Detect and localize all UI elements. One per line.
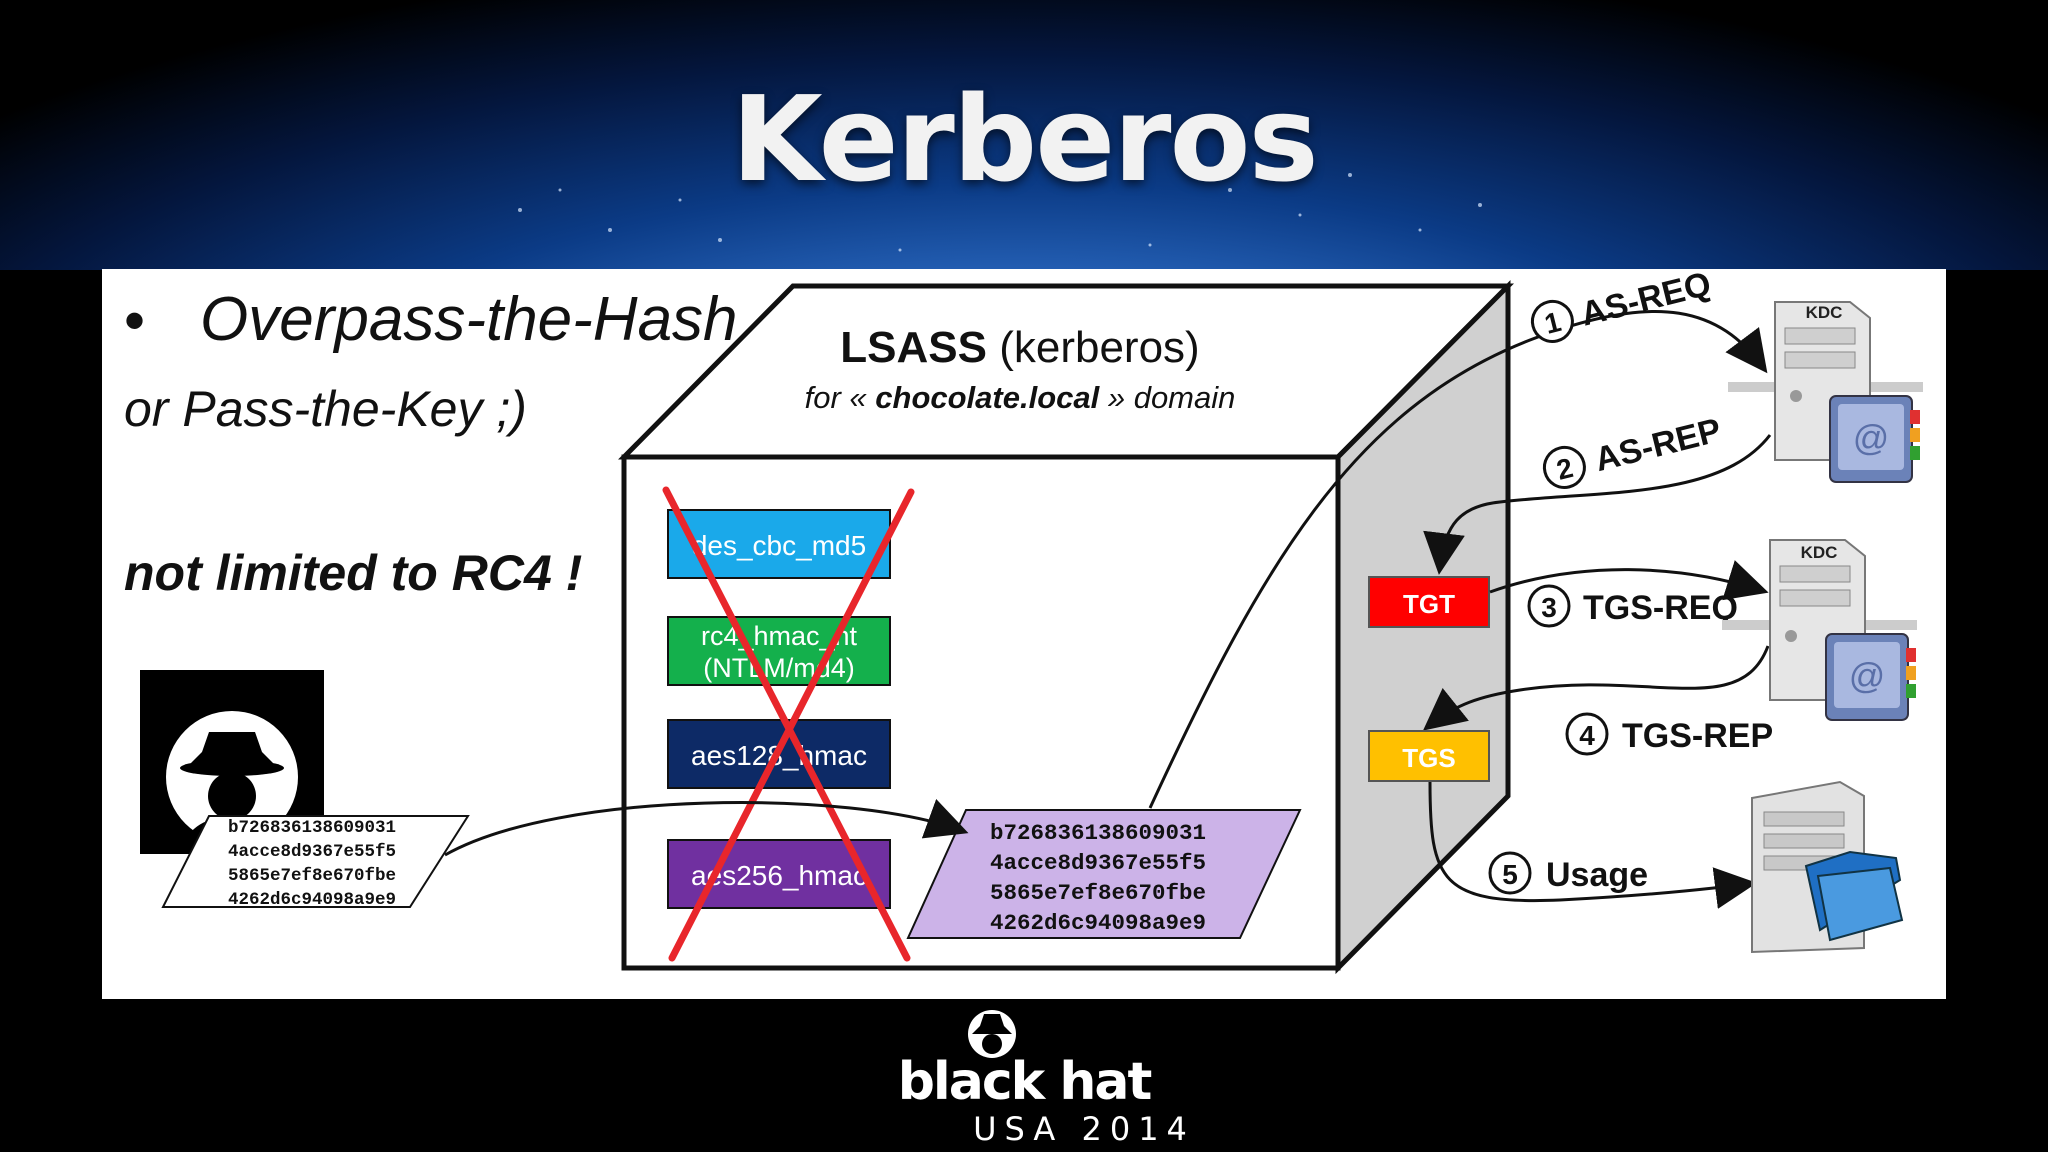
tgs-ticket: TGS (1368, 730, 1490, 782)
step-number: 1 (1541, 306, 1564, 340)
subheading: or Pass-the-Key ;) (124, 381, 527, 437)
as-rep-arrow (1423, 434, 1772, 575)
step-number: 2 (1553, 452, 1576, 486)
hash-line: 5865e7ef8e670fbe (228, 866, 396, 886)
footer-brand: black hat (897, 1052, 1153, 1112)
kdc-label: KDC (1806, 303, 1843, 322)
hash-line: 4acce8d9367e55f5 (990, 850, 1206, 876)
hash-line: b726836138609031 (228, 818, 396, 838)
tgt-label: TGT (1403, 589, 1455, 619)
lsass-title: LSASS (kerberos) (840, 323, 1199, 372)
step-3-label: 3 TGS-REQ (1527, 584, 1738, 628)
tgs-rep-arrow (1422, 645, 1770, 731)
hash-line: b726836138609031 (990, 820, 1206, 846)
step-label: TGS-REQ (1583, 589, 1738, 627)
hash-card-lsass: b726836138609031 4acce8d9367e55f5 5865e7… (906, 809, 1302, 939)
earth-lights-decoration (518, 173, 1482, 252)
step-1-label: 1 AS-REQ (1530, 265, 1715, 343)
step-label: AS-REQ (1577, 265, 1714, 334)
key-sublabel: (NTLM/md4) (703, 653, 855, 683)
file-server-icon (1751, 780, 1904, 954)
key-label: des_cbc_md5 (692, 530, 866, 561)
kdc-server-icon: KDC @ (1722, 539, 1917, 721)
step-number: 5 (1502, 859, 1518, 890)
bullet-marker: • (124, 287, 146, 354)
red-cross-icon (662, 486, 915, 962)
slide-title: Kerberos (731, 70, 1319, 208)
hash-line: 5865e7ef8e670fbe (990, 880, 1206, 906)
key-rc4-hmac-nt: rc4_hmac_nt (NTLM/md4) (667, 616, 891, 686)
key-aes128-hmac: aes128_hmac (667, 719, 891, 789)
tgt-ticket: TGT (1368, 576, 1490, 628)
step-5-label: 5 Usage (1488, 851, 1648, 895)
svg-text:@: @ (1853, 417, 1890, 458)
rc4-note: not limited to RC4 ! (124, 545, 583, 601)
step-label: AS-REP (1591, 411, 1725, 479)
key-des-cbc-md5: des_cbc_md5 (667, 509, 891, 579)
step-number: 4 (1579, 720, 1595, 751)
step-number: 3 (1541, 592, 1557, 623)
footer-event: USA 2014 (973, 1110, 1195, 1148)
hash-card-attacker: b726836138609031 4acce8d9367e55f5 5865e7… (161, 815, 470, 910)
tgs-req-arrow (1489, 560, 1769, 601)
bullet-heading: Overpass-the-Hash (200, 285, 738, 354)
step-label: TGS-REP (1622, 717, 1773, 755)
tgs-label: TGS (1402, 743, 1455, 773)
lsass-domain: for « chocolate.local » domain (805, 380, 1236, 415)
usage-arrow (1428, 781, 1757, 909)
hash-line: 4262d6c94098a9e9 (990, 910, 1206, 936)
inject-arrow (444, 799, 969, 857)
header-background (0, 0, 2048, 270)
as-req-arrow (1148, 309, 1768, 809)
kdc-server-icon: KDC @ (1728, 301, 1923, 483)
hash-line: 4acce8d9367e55f5 (228, 842, 396, 862)
kdc-label: KDC (1801, 543, 1838, 562)
blackhat-logo-icon (968, 1010, 1016, 1058)
step-4-label: 4 TGS-REP (1565, 712, 1773, 756)
hash-line: 4262d6c94098a9e9 (228, 890, 396, 910)
svg-text:@: @ (1849, 655, 1886, 696)
step-label: Usage (1546, 856, 1648, 894)
